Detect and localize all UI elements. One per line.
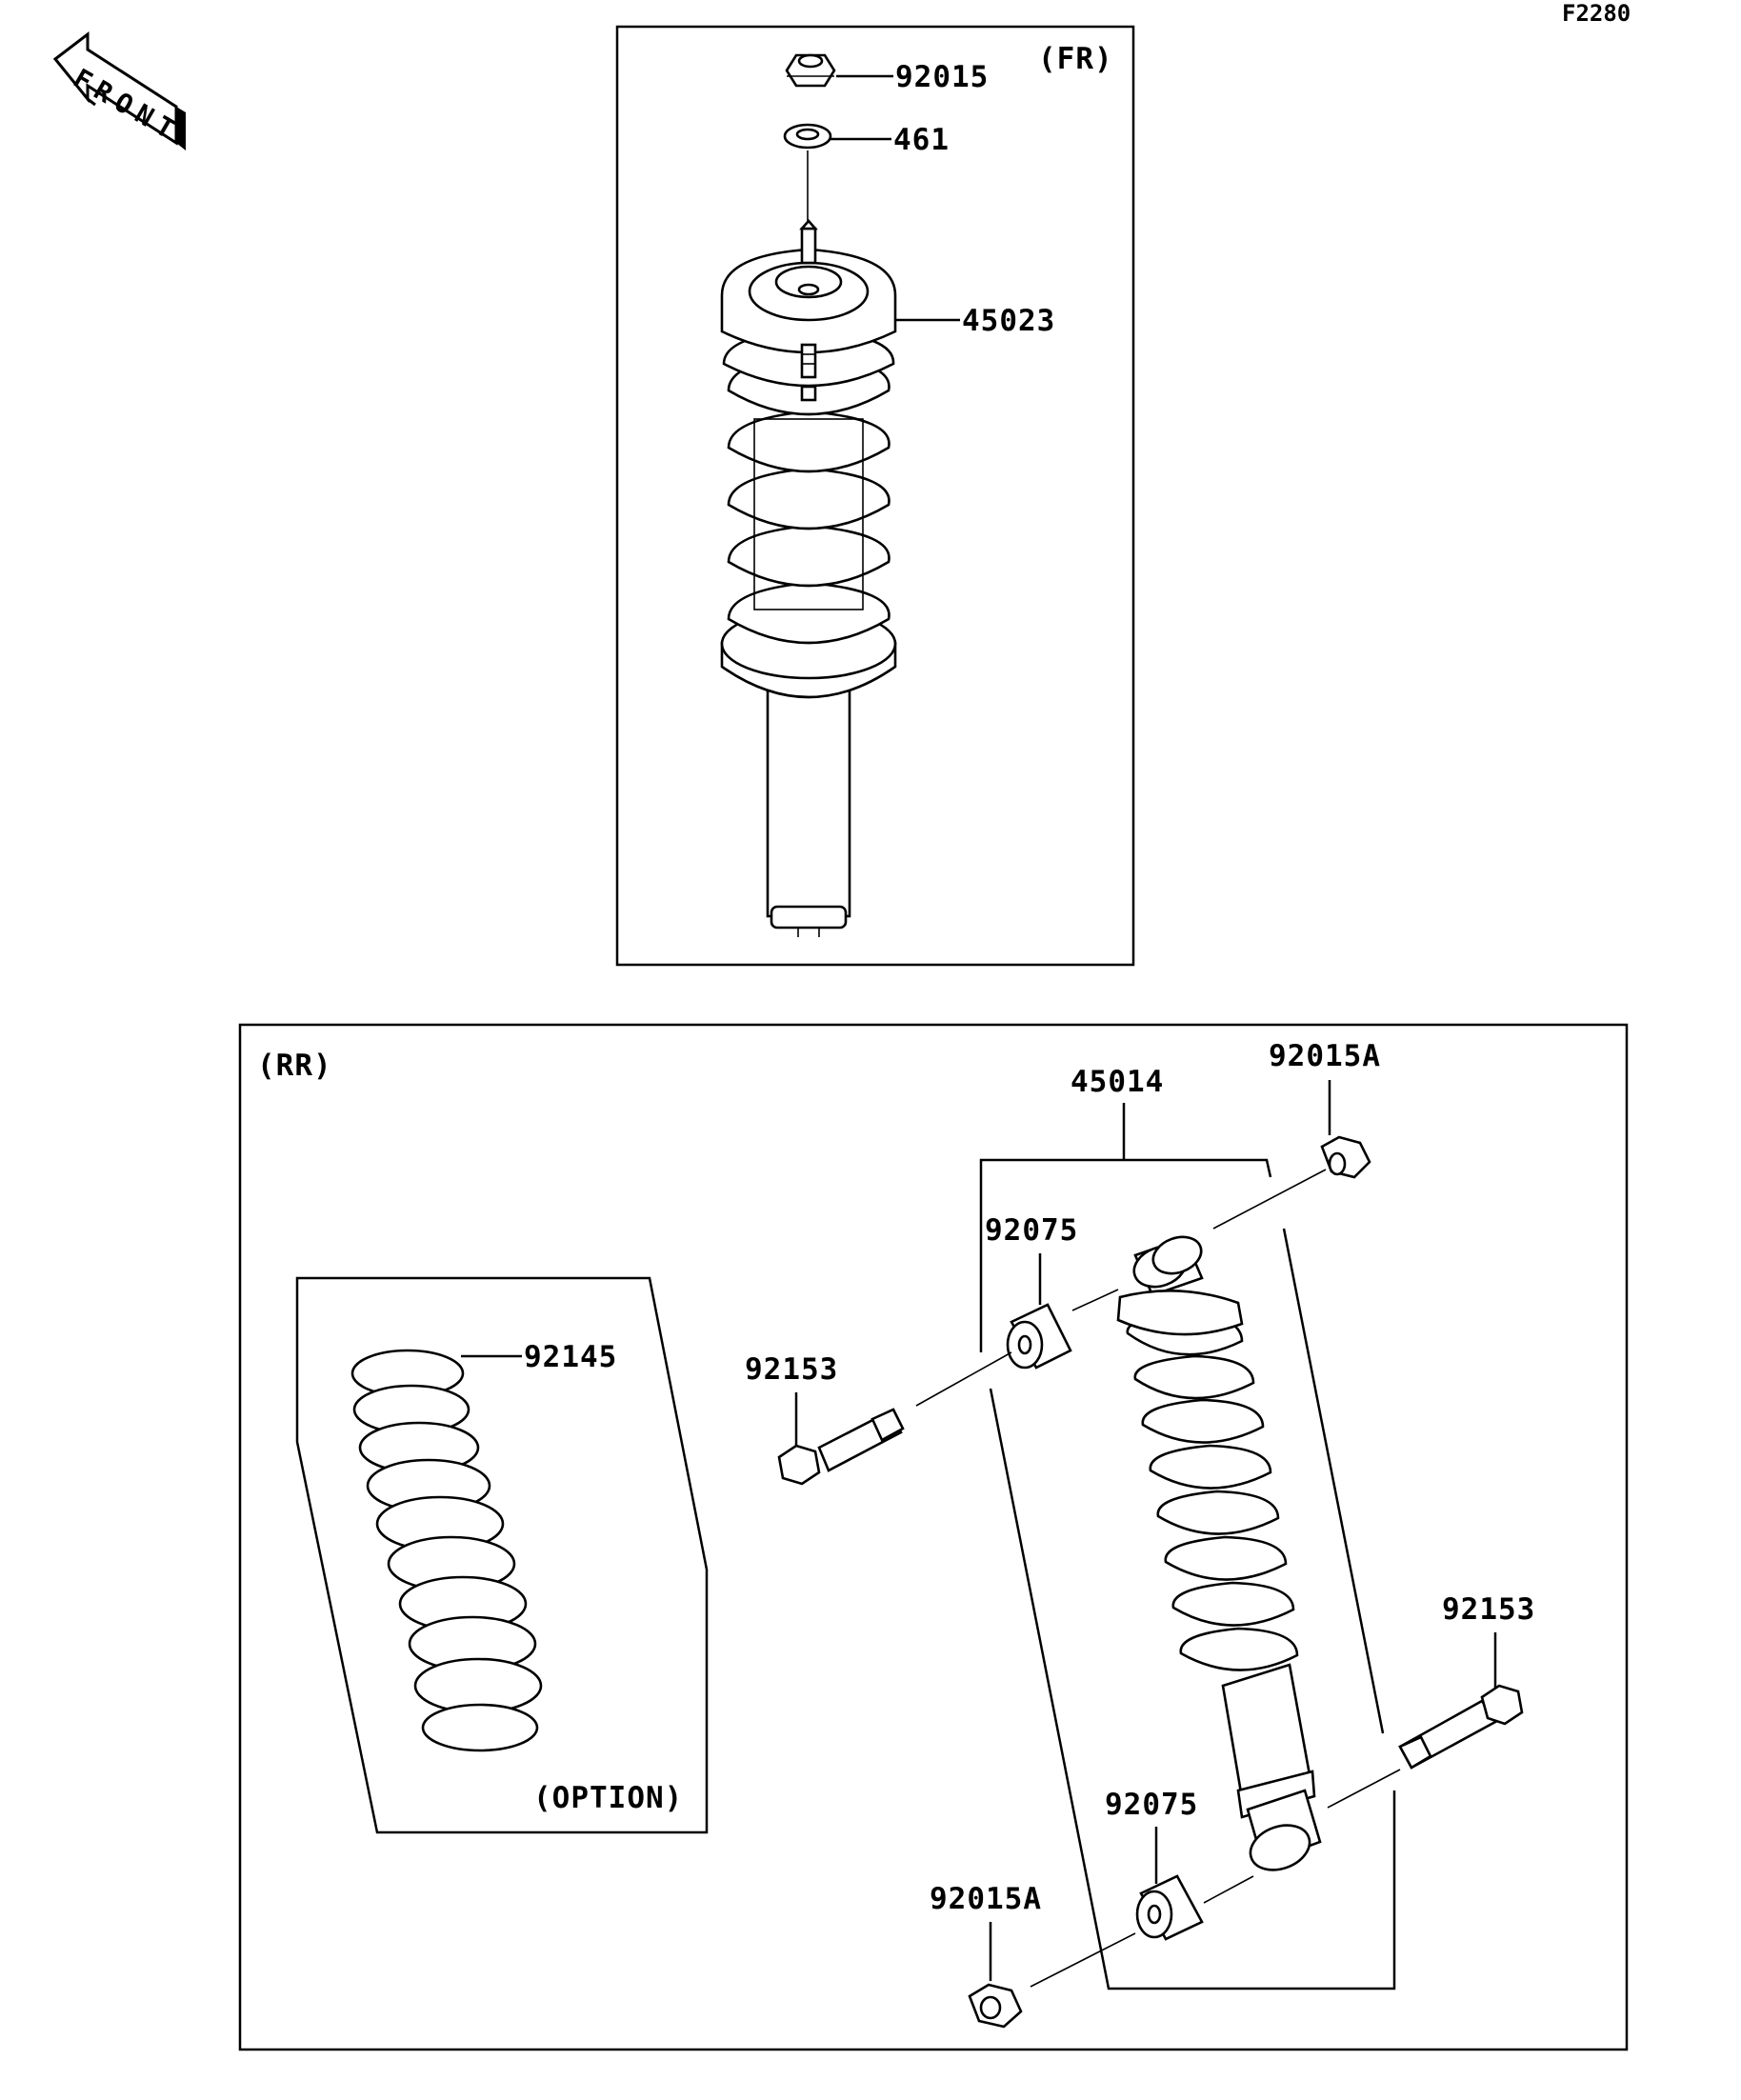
part-label-92015: 92015 (895, 60, 989, 94)
part-label-92015a-top: 92015A (1269, 1039, 1381, 1073)
sheet-code: F2280 (1562, 0, 1631, 27)
assembly-line (1212, 1169, 1327, 1230)
rear-section-frame (238, 1023, 1629, 2051)
front-nut-part (785, 53, 836, 88)
part-label-92075-bottom: 92075 (1105, 1788, 1198, 1822)
assembly-bracket-line (979, 1158, 1272, 1352)
option-box-frame (295, 1276, 709, 1834)
front-shock-absorber-part (720, 219, 897, 937)
part-label-92075-top: 92075 (985, 1213, 1078, 1248)
assembly-line (1071, 1289, 1119, 1311)
assembly-line (1030, 1932, 1136, 1988)
rear-bolt-right-part (1398, 1684, 1524, 1770)
part-label-45023: 45023 (962, 304, 1055, 338)
rear-shock-absorber-part (1116, 1235, 1322, 1871)
rear-nut-bottom-part (968, 1983, 1023, 2029)
rear-nut-top-part (1320, 1135, 1371, 1179)
assembly-bracket-line (989, 1388, 1396, 1990)
part-label-92145: 92145 (524, 1340, 617, 1374)
part-label-92015a-bottom: 92015A (930, 1882, 1042, 1916)
assembly-bracket-line (1282, 1228, 1385, 1734)
assembly-line (915, 1351, 1012, 1407)
option-label: (OPTION) (533, 1781, 683, 1815)
front-section-label: (FR) (1038, 42, 1113, 76)
rear-collar-bottom-part (1135, 1874, 1204, 1941)
rear-coil-spring-part (350, 1349, 543, 1752)
assembly-line (1203, 1875, 1254, 1904)
part-label-92153-left: 92153 (745, 1352, 838, 1387)
front-section-frame (615, 25, 1135, 967)
part-label-461: 461 (893, 123, 950, 157)
assembly-line (1327, 1769, 1401, 1809)
rear-collar-top-part (1006, 1303, 1072, 1370)
rear-section-label: (RR) (257, 1049, 332, 1083)
front-washer-part (783, 123, 832, 150)
front-arrow-icon: FRONT (52, 30, 187, 150)
part-label-45014: 45014 (1071, 1065, 1164, 1099)
part-label-92153-right: 92153 (1442, 1592, 1535, 1627)
rear-bolt-left-part (777, 1408, 905, 1486)
